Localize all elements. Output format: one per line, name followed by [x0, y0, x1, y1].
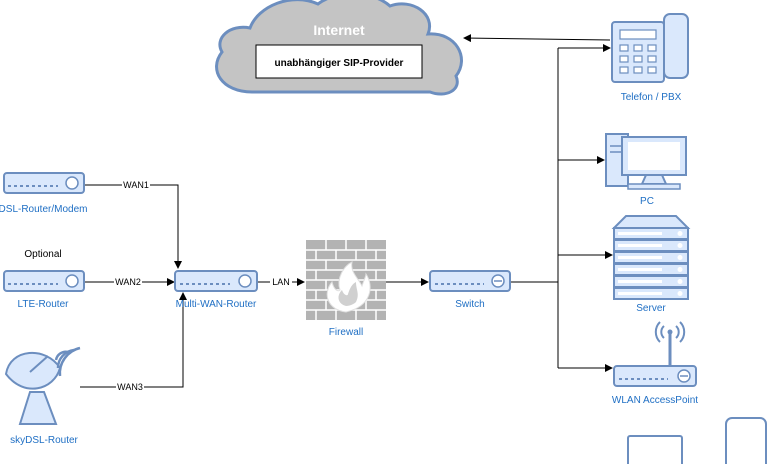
link-wan1 [84, 184, 182, 269]
dsl-router-label: DSL-Router/Modem [0, 204, 87, 215]
smartphone-icon[interactable] [725, 417, 767, 469]
link-wan3 [80, 292, 187, 388]
multi-wan-router-icon[interactable] [174, 270, 258, 292]
telefon-label: Telefon / PBX [621, 92, 682, 103]
firewall-label: Firewall [329, 327, 363, 338]
lte-router-label: LTE-Router [18, 299, 70, 310]
optional-label: Optional [24, 249, 61, 260]
sip-provider-label: unabhängiger SIP-Provider [275, 58, 404, 69]
lte-router-icon[interactable] [3, 270, 85, 292]
connection-lines [80, 34, 613, 388]
telephone-icon[interactable] [611, 13, 689, 83]
lan-label: LAN [272, 277, 290, 287]
multi-wan-router-label: Multi-WAN-Router [176, 299, 257, 310]
firewall-icon[interactable] [306, 240, 386, 320]
cloud-title: Internet [313, 22, 365, 38]
wan2-label: WAN2 [115, 277, 141, 287]
wan3-label: WAN3 [117, 382, 143, 392]
wan1-label: WAN1 [123, 180, 149, 190]
laptop-icon[interactable] [627, 435, 683, 469]
wlan-accesspoint-label: WLAN AccessPoint [612, 395, 698, 406]
sip-provider-box [255, 44, 423, 79]
pc-icon[interactable] [605, 133, 687, 190]
skydsl-router-label: skyDSL-Router [10, 435, 78, 446]
server-label: Server [636, 303, 666, 314]
wlan-accesspoint-icon[interactable] [613, 321, 697, 387]
satellite-dish-icon[interactable] [4, 346, 81, 425]
internet-cloud: Internet unabhängiger SIP-Provider [215, 0, 463, 96]
server-icon[interactable] [611, 215, 691, 300]
switch-label: Switch [455, 299, 484, 310]
link-internet [463, 34, 611, 43]
pc-label: PC [640, 196, 654, 207]
dsl-router-icon[interactable] [3, 172, 85, 194]
switch-icon[interactable] [429, 270, 511, 292]
